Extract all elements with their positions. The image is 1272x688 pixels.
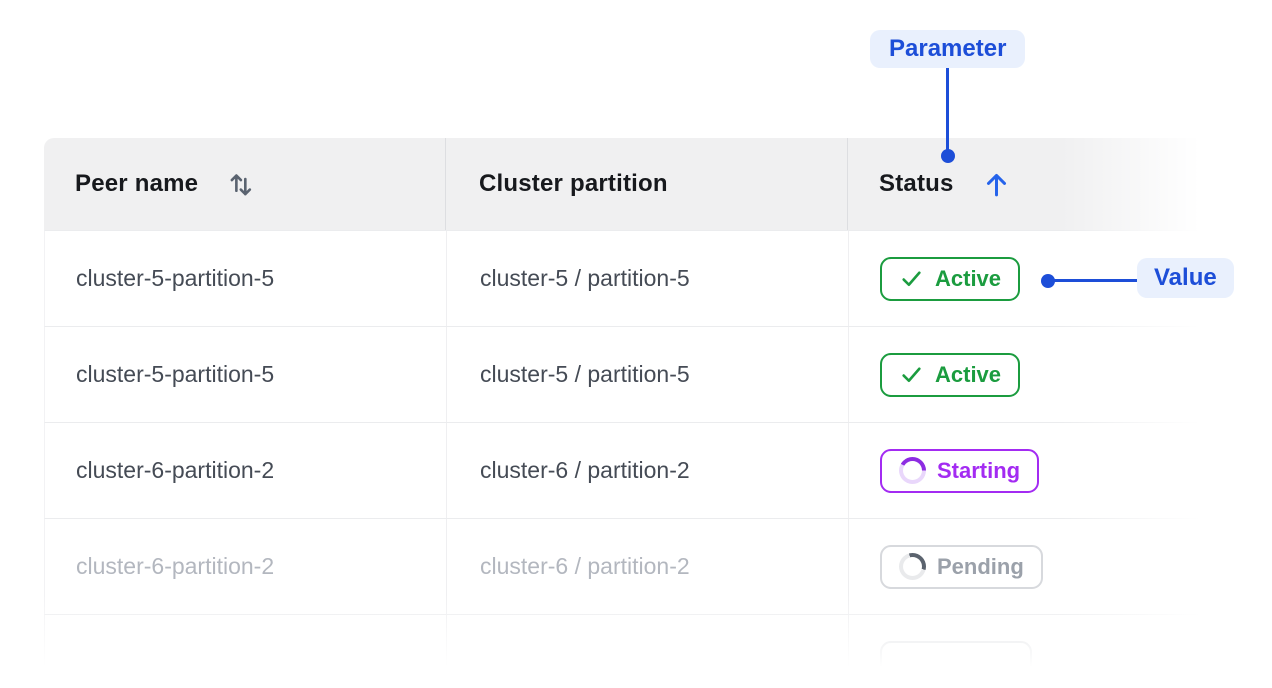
status-badge-starting: Starting [880,448,1040,493]
status-badge-pending: Pending [880,544,1043,589]
status-cell: Starting [848,423,1272,518]
parameter-connector-line [946,68,949,150]
cluster-partition-cell [446,615,848,688]
parameter-connector-dot [941,149,955,163]
value-connector-dot [1041,274,1055,288]
table-row: cluster-5-partition-5 cluster-5 / partit… [44,230,1272,326]
table-header-row: Peer name Cluster partition Status [44,138,1272,230]
value-connector-line [1048,279,1138,282]
column-header-peer-name[interactable]: Peer name [44,138,445,230]
table-row: cluster-6-partition-2 cluster-6 / partit… [44,518,1272,614]
peer-name-cell: cluster-6-partition-2 [76,553,275,579]
status-cell [848,615,1272,688]
table-row: cluster-5-partition-5 cluster-5 / partit… [44,326,1272,422]
peer-name-cell [45,615,446,688]
cluster-partition-cell: cluster-6 / partition-2 [446,423,848,518]
parameter-callout-label: Parameter [889,35,1007,62]
spinner-icon [899,553,926,580]
column-header-status[interactable]: Status [847,138,1272,230]
status-cell: Active [848,327,1272,422]
status-badge-active: Active [880,352,1021,397]
table-row-cutoff [44,614,1272,688]
value-callout-label: Value [1154,264,1217,291]
table-row: cluster-6-partition-2 cluster-6 / partit… [44,422,1272,518]
peer-name-cell: cluster-5-partition-5 [76,361,275,387]
value-callout-badge: Value [1137,258,1234,298]
status-cell: Active [848,231,1272,326]
cluster-partition-cell: cluster-6 / partition-2 [446,519,848,614]
peer-name-header-label: Peer name [75,170,199,197]
status-cell: Pending [848,519,1272,614]
column-header-cluster-partition[interactable]: Cluster partition [445,138,847,230]
peers-table: Peer name Cluster partition Status [44,138,1272,688]
spinner-icon [899,457,926,484]
peer-name-cell: cluster-6-partition-2 [76,457,275,483]
check-icon [902,271,921,287]
cluster-partition-cell: cluster-5 / partition-5 [446,231,848,326]
status-badge-label: Pending [937,553,1024,579]
sort-ascending-arrow-icon[interactable] [981,169,1012,200]
status-badge-label: Active [935,361,1002,387]
status-badge-active: Active [880,256,1021,301]
cluster-partition-cell: cluster-5 / partition-5 [446,327,848,422]
status-header-label: Status [879,170,954,197]
status-badge-label: Starting [937,457,1021,483]
status-badge-cutoff [880,640,1032,685]
status-badge-label: Active [935,265,1002,291]
check-icon [902,367,921,383]
peer-name-cell: cluster-5-partition-5 [76,265,275,291]
sort-up-down-icon[interactable] [224,168,257,201]
cluster-partition-header-label: Cluster partition [479,170,668,197]
parameter-callout-badge: Parameter [870,30,1026,68]
